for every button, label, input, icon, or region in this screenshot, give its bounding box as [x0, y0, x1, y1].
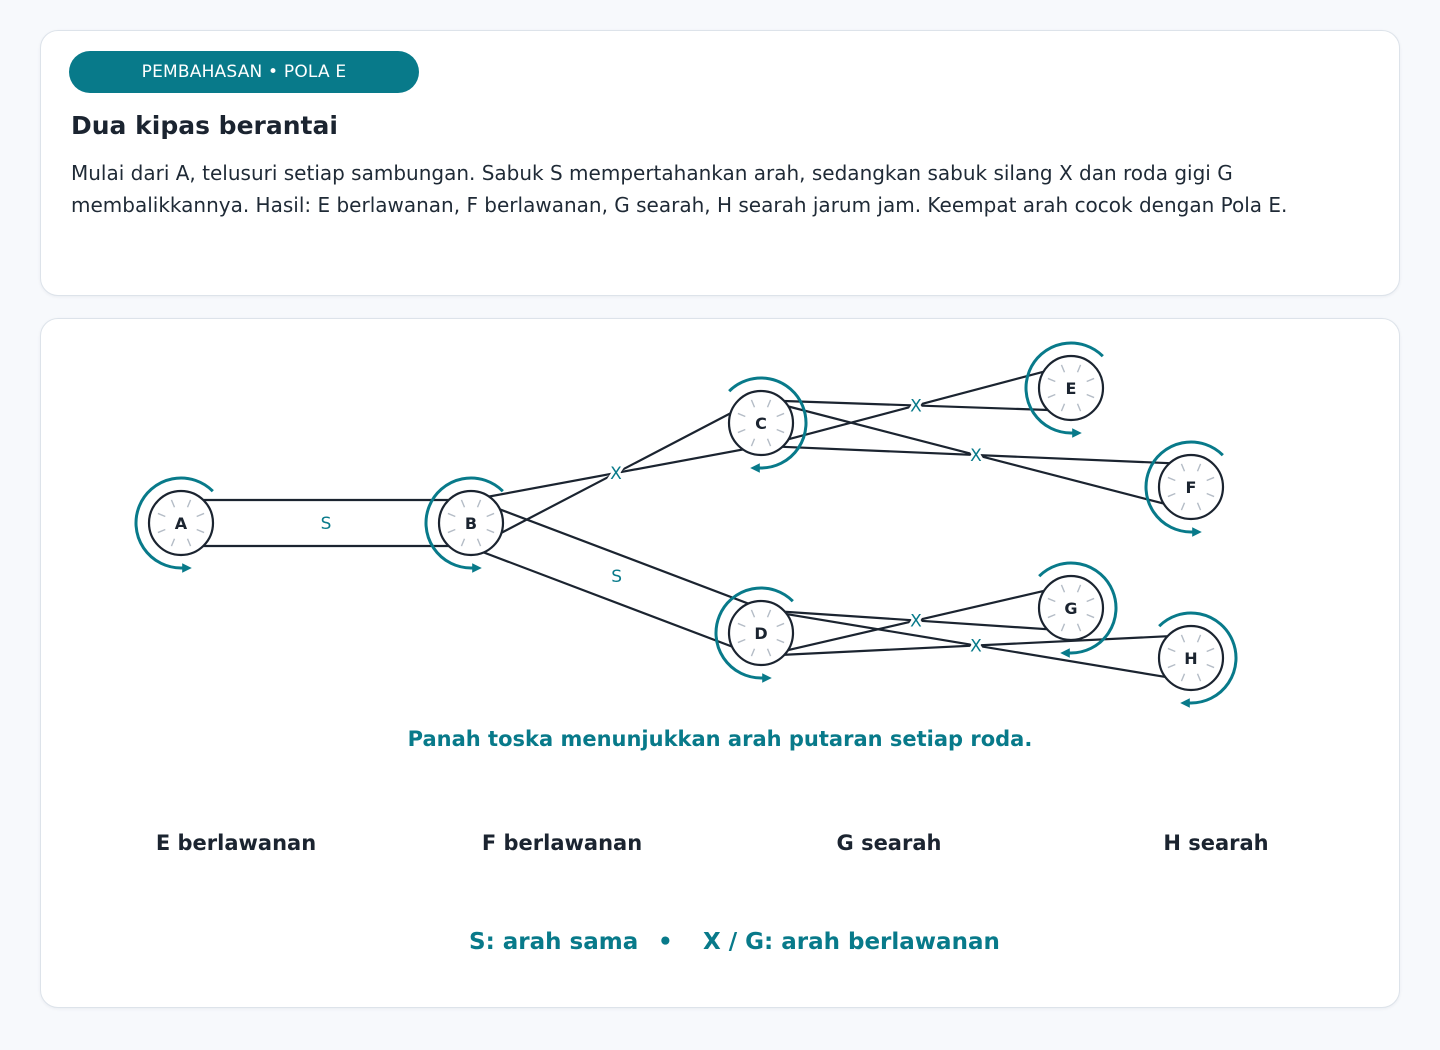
section-badge: PEMBAHASAN • POLA E	[69, 51, 419, 93]
diagram-card: A B C D E F G H S X S X X X X Panah toska menunjukkan…	[40, 318, 1400, 1008]
wheel-label-d: D	[754, 624, 767, 643]
wheel-e: E	[1037, 354, 1105, 422]
belt-a-b-label: S	[321, 514, 332, 534]
belt-c-f-label: X	[970, 446, 982, 466]
wheel-b: B	[437, 489, 505, 557]
belt-b-c-label: X	[610, 464, 622, 484]
belt-c-e-label: X	[910, 397, 922, 417]
rotation-arrow-e	[1024, 341, 1104, 438]
explanation-text: Mulai dari A, telusuri setiap sambungan.…	[71, 161, 1288, 217]
wheel-label-h: H	[1184, 649, 1197, 668]
wheel-label-e: E	[1066, 379, 1077, 398]
wheel-label-c: C	[755, 414, 767, 433]
wheel-label-a: A	[175, 514, 188, 533]
rotation-arrow-g	[1038, 561, 1118, 658]
rotation-arrow-h	[1158, 611, 1238, 708]
belt-b-d-strand	[461, 543, 754, 656]
rotation-arrow-b	[424, 476, 504, 573]
belt-diagram: A B C D E F G H S X S X X X X	[134, 341, 1238, 708]
belt-d-h-label: X	[970, 637, 982, 657]
belt-b-d-strand	[478, 500, 771, 613]
wheel-f: F	[1157, 453, 1225, 521]
explanation-title: Dua kipas berantai	[71, 111, 338, 140]
wheel-g: G	[1037, 574, 1105, 642]
wheel-label-b: B	[465, 514, 477, 533]
rotation-arrow-c	[728, 376, 808, 473]
legend-separator: •	[658, 929, 673, 955]
rotation-arrow-a	[134, 476, 214, 573]
rotation-arrow-f	[1144, 440, 1224, 537]
belt-c-f-strand	[763, 399, 1189, 511]
result-h: H searah	[1163, 831, 1269, 855]
wheel-d: D	[727, 599, 795, 667]
diagram-caption: Panah toska menunjukkan arah putaran set…	[407, 727, 1033, 751]
result-f: F berlawanan	[481, 831, 643, 855]
wheel-label-f: F	[1186, 478, 1197, 497]
wheel-c: C	[727, 389, 795, 457]
wheel-h: H	[1157, 624, 1225, 692]
rotation-arrow-d	[714, 586, 794, 683]
belt-b-d-label: S	[611, 567, 622, 587]
belt-c-e-strand	[757, 399, 1075, 412]
explanation-card: PEMBAHASAN • POLA E Dua kipas berantai M…	[40, 30, 1400, 296]
belt-d-h-strand	[761, 608, 1191, 683]
wheel-label-g: G	[1064, 599, 1077, 618]
result-g: G searah	[836, 831, 942, 855]
legend-same: S: arah sama	[469, 929, 639, 955]
wheel-a: A	[147, 489, 215, 557]
legend-opposite: X / G: arah berlawanan	[703, 929, 1000, 955]
result-e: E berlawanan	[155, 831, 317, 855]
belt-d-g-strand	[758, 608, 1074, 633]
belt-b-c-strand	[462, 443, 770, 503]
belt-d-g-label: X	[910, 612, 922, 632]
